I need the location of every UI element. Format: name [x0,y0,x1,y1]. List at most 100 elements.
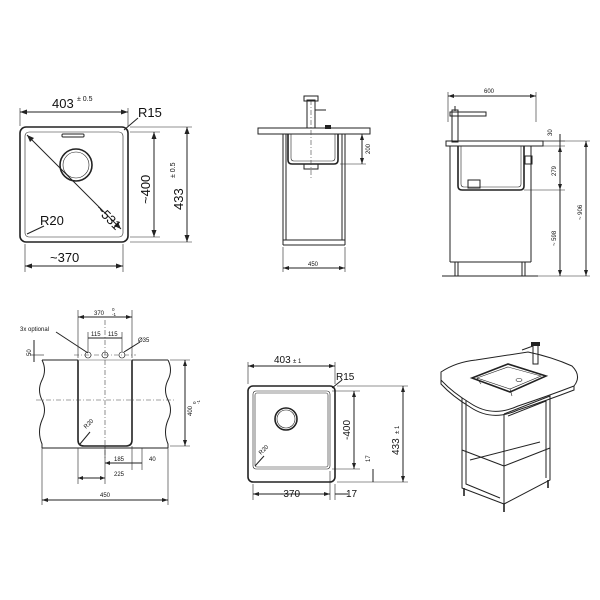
countertop [257,127,371,135]
lower-label: ~ 598 [552,230,558,246]
rim-label: 30 [548,129,554,136]
arrow-icon [339,266,345,270]
arrow-icon [151,230,157,237]
corner-radius-label: R15 [336,372,355,383]
cabinet-shelf [503,447,551,467]
rim-bottom-label: 17 [366,455,372,462]
radius-leader-line [254,455,265,467]
bowl-section [287,134,339,165]
rim-right-label: 17 [346,489,358,500]
radius-leader-line [79,431,91,445]
outer-height-label: 433 [171,188,186,210]
inner-radius-label: R20 [258,444,270,456]
cabinet-width-label: 450 [308,262,319,268]
arrow-icon [183,360,187,366]
arrow-icon [151,132,157,139]
outer-height-label: 433 [391,438,402,455]
arrow-icon [116,263,123,269]
arrow-icon [27,135,34,142]
drain-inner-icon [276,409,296,429]
top-view-small: 403 ± 1 R15 R20 -400 17 433 ± 1 -370 [247,355,408,500]
radius-leader-line [331,379,343,389]
bowl-inner-wall [460,146,522,188]
faucet-spout [521,345,534,351]
arrow-icon [530,94,536,98]
countertop [445,140,544,147]
arrow-icon [329,364,335,368]
drain-icon [515,378,523,382]
offset-top-label: 50 [27,349,33,356]
faucet-body [451,109,459,143]
basin-corner-line [509,388,513,397]
arrow-icon [360,158,364,164]
break-line-right [165,359,171,448]
arrow-icon [360,134,364,140]
sink-inner-outline [24,131,124,238]
overflow-fitting [524,155,533,165]
arrow-icon [558,270,562,276]
cut-height-label: 400 [188,405,194,416]
depth-label: 200 [366,143,372,154]
bowl-section [457,146,525,191]
faucet-spout [449,111,487,117]
arrow-icon [584,270,588,276]
sink-inner-edge [254,392,329,468]
arrow-icon [283,266,289,270]
radius-leader-line [123,117,139,131]
outer-height-tolerance-label: ± 0.5 [170,162,177,178]
corner-radius-label: R15 [138,105,162,120]
cabinet-side [503,395,551,505]
arrow-icon [20,109,27,115]
arrow-icon [162,498,168,502]
arrow-icon [352,391,356,397]
arrow-icon [114,222,121,229]
overflow-slot [61,133,85,138]
arrow-icon [126,315,132,319]
sink-basin-rim [469,363,549,393]
arrow-icon [105,461,110,465]
arrow-icon [401,386,405,392]
arrow-icon [324,492,330,496]
drain-outer-icon [59,148,93,182]
arrow-icon [78,315,84,319]
tap-spacing-right-label: 115 [108,332,118,338]
arrow-icon [558,146,562,152]
isometric-view [440,342,578,512]
cut-width-tol-lower: -1 [112,312,116,317]
arrow-icon [121,109,128,115]
cabinet-front-left [461,398,505,505]
optional-label: 3x optional [20,327,49,333]
outer-height-tolerance-label: ± 1 [395,425,401,434]
cabinet-width-label: 450 [100,493,111,499]
cut-height-tol-lower: -1 [196,400,201,404]
arrow-icon [584,141,588,147]
depth-total-label: 600 [484,89,495,95]
faucet-body [306,99,316,129]
width-label: 403 [274,355,291,366]
radius-leader-line [26,225,45,235]
total-height-label: ~ 906 [578,204,584,220]
cabinet-inner-frame [465,400,501,499]
cutout-radius-label: R20 [83,418,95,430]
cabinet-side-inner [507,400,547,478]
drain-trap [467,179,481,189]
arrow-icon [78,476,83,480]
front-section-view: 200 450 [257,95,372,272]
drain-edge-label: 40 [149,457,156,463]
sink-outer-outline [19,126,129,243]
width-tolerance-label: ± 0.5 [77,96,93,103]
drain-offset-label: 185 [114,457,125,463]
tap-hole-label: Ø35 [138,338,150,344]
inner-width-label: ~370 [50,250,79,265]
sink-outer-outline [247,385,336,483]
bowl-inner-wall [290,134,336,162]
arrow-icon [253,492,259,496]
drain-inner-icon [62,151,90,179]
cabinet-shelf [461,449,505,467]
arrow-icon [401,476,405,482]
width-label: 403 [52,96,74,111]
arrow-icon [184,127,190,134]
side-section-view: 600 30 279 ~ 598 [442,89,590,277]
faucet-head-icon [531,342,540,346]
